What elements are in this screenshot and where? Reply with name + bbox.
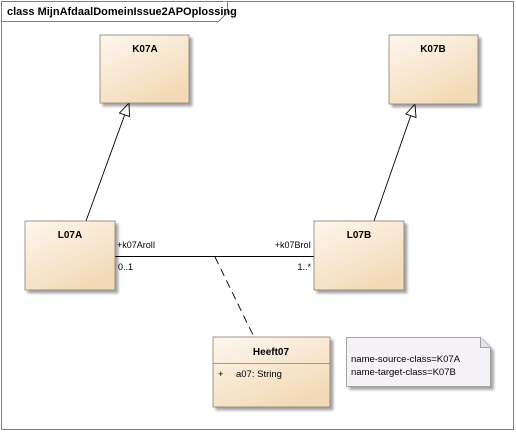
- class-name-l07b: L07B: [347, 230, 371, 241]
- attribute-a07: a07: String: [236, 369, 282, 380]
- note-folded-corner: [480, 337, 491, 348]
- generalization-l07a-to-k07a[interactable]: [85, 101, 130, 222]
- class-name-l07a: L07A: [58, 230, 82, 241]
- generalization-arrowhead: [405, 102, 417, 119]
- class-name-heeft07: Heeft07: [253, 347, 290, 358]
- class-l07b[interactable]: [313, 220, 405, 291]
- note-line-source: name-source-class=K07A: [351, 354, 461, 365]
- note-line-target: name-target-class=K07B: [351, 367, 456, 378]
- class-heeft07[interactable]: [212, 336, 331, 408]
- note[interactable]: [346, 337, 491, 387]
- association-class-link[interactable]: [214, 256, 255, 338]
- attribute-visibility: +: [218, 369, 224, 380]
- class-k07a[interactable]: [99, 34, 190, 104]
- target-role-label: +k07BroI: [275, 240, 311, 250]
- target-multiplicity-label: 1..*: [297, 262, 311, 272]
- generalization-arrowhead: [118, 101, 130, 118]
- class-name-k07b: K07B: [420, 44, 446, 55]
- source-multiplicity-label: 0..1: [118, 262, 133, 272]
- class-l07a[interactable]: [24, 220, 116, 291]
- generalization-l07b-to-k07b[interactable]: [373, 102, 417, 222]
- frame-title: class MijnAfdaalDomeinIssue2APOplossing: [7, 6, 237, 18]
- class-name-k07a: K07A: [132, 44, 158, 55]
- source-role-label: +k07ArolI: [117, 240, 155, 250]
- class-k07b[interactable]: [388, 34, 479, 105]
